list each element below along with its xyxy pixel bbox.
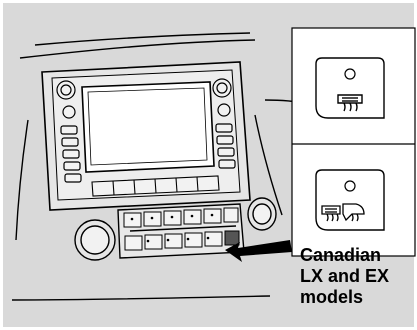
caption-line: Canadian [300, 245, 410, 266]
highlighted-defroster-button [225, 231, 239, 245]
rear-and-mirror-defroster-button [316, 170, 384, 230]
caption-line: LX and EX [300, 266, 410, 287]
indicator-light-icon [345, 69, 355, 79]
left-small-knob [63, 106, 75, 118]
model-caption: Canadian LX and EX models [300, 245, 410, 308]
indicator-light-icon [345, 181, 355, 191]
caption-line: models [300, 287, 410, 308]
rear-defroster-button [316, 58, 384, 118]
navigation-screen [82, 82, 214, 172]
climate-control-panel [118, 204, 244, 258]
